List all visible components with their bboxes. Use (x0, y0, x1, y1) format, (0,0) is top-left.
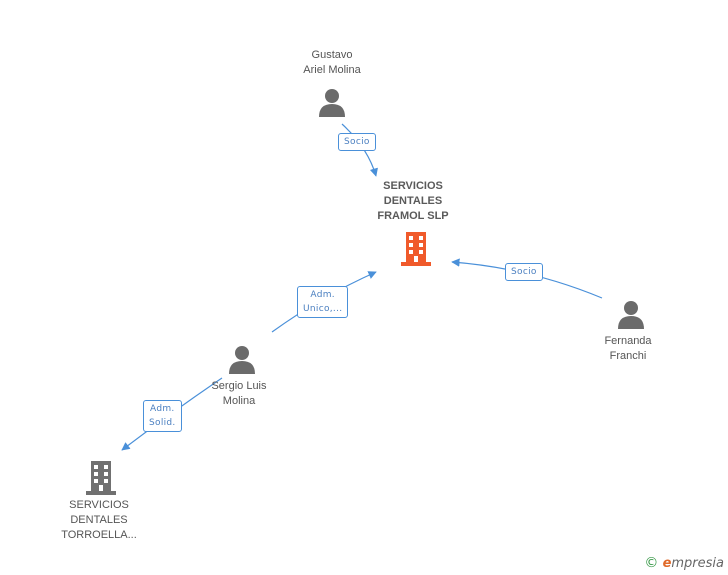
node-label-servicios-torroella: SERVICIOS DENTALES TORROELLA... (61, 499, 137, 541)
edge-label-sergio-adm-unico[interactable]: Adm. Unico,... (297, 286, 349, 318)
node-label-gustavo: Gustavo Ariel Molina (303, 49, 361, 76)
node-label-servicios-framol: SERVICIOS DENTALES FRAMOL SLP (377, 180, 449, 222)
copyright-icon: © (644, 555, 659, 571)
person-icon[interactable] (228, 345, 256, 375)
edge-label-fernanda-socio[interactable]: Socio (505, 263, 543, 281)
building-icon[interactable] (86, 459, 116, 495)
brand-watermark: © empresia (644, 555, 724, 571)
node-label-fernanda: Fernanda Franchi (604, 335, 652, 362)
person-icon[interactable] (617, 300, 645, 330)
edge-label-gustavo-socio[interactable]: Socio (338, 133, 376, 151)
brand-name: empresia (662, 556, 724, 571)
building-icon[interactable] (401, 230, 431, 266)
edge-label-sergio-adm-solid[interactable]: Adm. Solid. (143, 400, 182, 432)
person-icon[interactable] (318, 88, 346, 118)
node-label-sergio: Sergio Luis Molina (211, 380, 267, 407)
